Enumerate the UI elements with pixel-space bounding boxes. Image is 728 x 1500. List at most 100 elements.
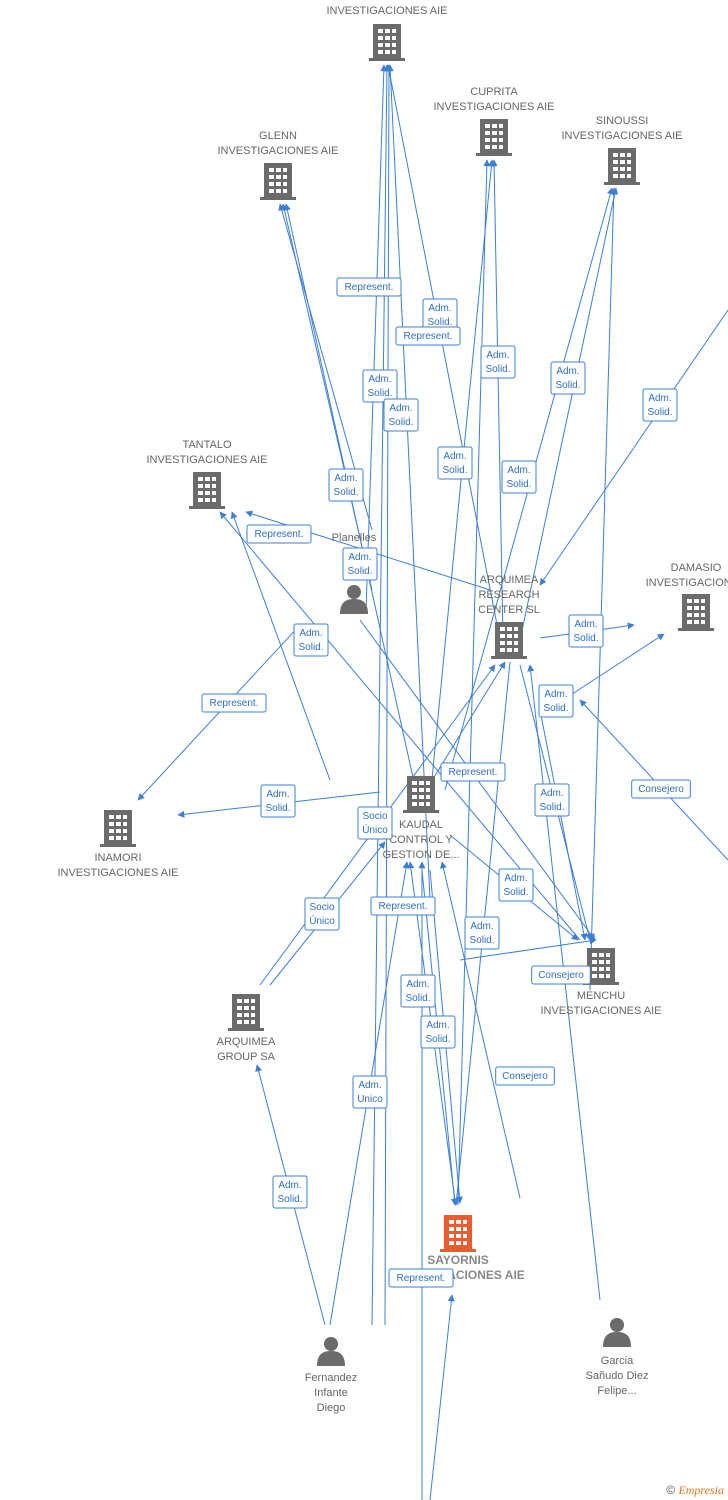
node-label-garcia: Sañudo Diez (586, 1370, 649, 1382)
node-tantalo[interactable]: TANTALO INVESTIGACIONES AIE (146, 439, 268, 509)
edge-label-15[interactable]: Represent. (201, 693, 267, 713)
edge-label-text: Consejero (638, 784, 684, 795)
edge-label-text: Adm. (574, 619, 597, 630)
edge-label-text: Solid. (647, 407, 672, 418)
edge-line-33 (459, 937, 597, 961)
edge-line-28 (440, 861, 521, 1199)
building-icon (678, 594, 714, 631)
edge-label-24[interactable]: Adm.Solid. (498, 868, 534, 902)
edge-label-31[interactable]: Adm.Solid. (272, 1175, 308, 1209)
edge-label-text: Unico (357, 1094, 383, 1105)
edge-label-27[interactable]: Adm.Solid. (464, 916, 500, 950)
edge-label-25[interactable]: Consejero (531, 965, 591, 985)
edge-label-text: Adm. (406, 979, 429, 990)
edge-line-6 (429, 159, 495, 801)
edge-label-text: Adm. (368, 374, 391, 385)
building-icon (189, 472, 225, 509)
edge-label-2[interactable]: Represent. (395, 326, 461, 346)
edge-label-28[interactable]: Adm. Solid. (420, 1015, 456, 1049)
node-label-tantalo: INVESTIGACIONES AIE (146, 454, 267, 466)
edge-label-9[interactable]: Adm.Solid. (437, 446, 473, 480)
node-label-sayornis: SAYORNIS (427, 1253, 489, 1267)
node-label-garcia: Garcia (601, 1355, 634, 1367)
node-label-arquimea_rc: ARQUIMEA (480, 574, 539, 586)
edge-label-26[interactable]: Adm. Solid. (400, 974, 436, 1008)
edge-label-23[interactable]: Represent. (370, 896, 436, 916)
edge-label-text: Solid. (425, 1034, 450, 1045)
edge-label-text: Adm. (544, 689, 567, 700)
edge-label-12[interactable]: Adm.Solid. (342, 547, 378, 581)
node-label-tantalo: TANTALO (182, 439, 232, 451)
node-label-arquimea_rc: CENTER SL (478, 604, 540, 616)
edge-label-19[interactable]: Consejero (631, 779, 691, 799)
edge-label-5[interactable]: Adm.Solid. (550, 361, 586, 395)
edge-label-16[interactable]: Adm.Solid. (538, 684, 574, 718)
node-label-glenn: INVESTIGACIONES AIE (217, 145, 338, 157)
node-sinoussi[interactable]: SINOUSSI INVESTIGACIONES AIE (561, 115, 683, 185)
edge-label-8[interactable]: Adm.Solid. (328, 468, 364, 502)
edge-label-30[interactable]: Adm.Unico (352, 1075, 388, 1109)
edge-label-32[interactable]: Represent. (388, 1268, 454, 1288)
node-label-kaudal: KAUDAL (399, 819, 443, 831)
edge-label-text: Adm. (426, 1020, 449, 1031)
node-label-sinoussi: INVESTIGACIONES AIE (561, 130, 682, 142)
edge-label-text: Socio (309, 902, 334, 913)
edge-label-text: Solid. (367, 388, 392, 399)
node-label-sinoussi: SINOUSSI (596, 115, 649, 127)
node-top[interactable]: INVESTIGACIONES AIE (326, 5, 448, 61)
edge-label-21[interactable]: Adm.Solid. (534, 783, 570, 817)
edge-line-38 (429, 1294, 455, 1500)
node-label-damasio: DAMASIO (671, 562, 722, 574)
edge-label-text: Adm. (556, 366, 579, 377)
edge-label-text: Adm. (348, 552, 371, 563)
edge-label-text: Adm. (470, 921, 493, 932)
edge-line-19 (539, 309, 728, 586)
edge-label-0[interactable]: Represent. (336, 277, 402, 297)
edge-label-6[interactable]: Adm. Solid. (642, 388, 678, 422)
node-label-fernandez: Fernandez (305, 1372, 358, 1384)
edge-label-4[interactable]: Adm. Solid. (362, 369, 398, 403)
edge-label-text: Solid. (573, 633, 598, 644)
edge-label-14[interactable]: Adm.Solid. (293, 623, 329, 657)
edge-label-text: Solid. (485, 364, 510, 375)
node-damasio[interactable]: DAMASIO INVESTIGACIONES (646, 562, 728, 631)
edge-label-text: Consejero (502, 1071, 548, 1082)
edge-label-text: Solid. (539, 802, 564, 813)
node-label-arquimea_group: GROUP SA (217, 1051, 276, 1063)
edge-label-11[interactable]: Represent. (246, 524, 312, 544)
edge-label-3[interactable]: Adm.Solid. (480, 345, 516, 379)
edge-label-text: Represent. (345, 282, 394, 293)
edge-label-10[interactable]: Adm.Solid. (501, 460, 537, 494)
edge-label-17[interactable]: Represent. (440, 762, 506, 782)
brand-logo-text: Empresia (678, 1483, 724, 1497)
edge-label-text: Adm. (648, 393, 671, 404)
edge-label-text: Solid. (405, 993, 430, 1004)
edge-label-text: Único (362, 823, 388, 836)
edge-label-13[interactable]: Adm. Solid. (568, 614, 604, 648)
edge-label-text: Solid. (506, 479, 531, 490)
edge-label-7[interactable]: Adm.Solid. (383, 398, 419, 432)
edge-line-3 (386, 64, 431, 901)
edge-line-4 (385, 64, 501, 641)
person-icon (317, 1337, 345, 1366)
edge-label-18[interactable]: Adm.Solid. (260, 784, 296, 818)
edge-labels: Represent. Adm. Solid. Represent. Adm. Solid.… (201, 277, 691, 1288)
edge-label-29[interactable]: Consejero (495, 1066, 555, 1086)
edge-label-text: Solid. (277, 1194, 302, 1205)
node-label-damasio: INVESTIGACIONES (646, 577, 728, 589)
footer-brand[interactable]: © Empresia (666, 1483, 724, 1498)
edge-line-5 (457, 159, 491, 1206)
edge-label-1[interactable]: Adm.Solid. (422, 298, 458, 332)
node-label-fernandez: Diego (317, 1402, 346, 1414)
